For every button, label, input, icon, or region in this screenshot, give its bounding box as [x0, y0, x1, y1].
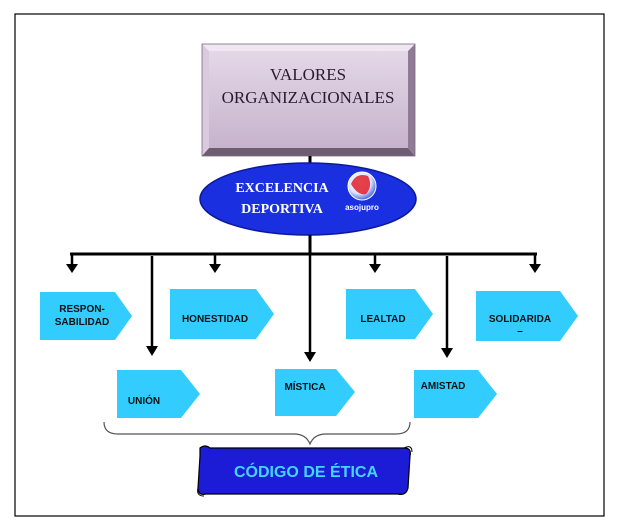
value-box-amistad: AMISTAD — [414, 370, 497, 418]
value-label: – — [517, 326, 523, 337]
top-box-line2: ORGANIZACIONALES — [222, 88, 395, 107]
value-label: LEALTAD — [360, 314, 405, 325]
grouping-brace — [103, 421, 411, 446]
value-box-lealtad: LEALTAD — [346, 289, 433, 339]
lower-arrows — [146, 254, 453, 362]
value-label: UNIÓN — [128, 394, 160, 407]
value-label: AMISTAD — [421, 381, 466, 392]
value-label: SABILIDAD — [55, 317, 109, 328]
value-box-mistica: MÍSTICA — [275, 369, 355, 416]
excelencia-oval: EXCELENCIA DEPORTIVA asojupro — [199, 162, 417, 236]
oval-line2: DEPORTIVA — [241, 202, 324, 217]
asojupro-logo: asojupro — [345, 171, 379, 212]
oval-line1: EXCELENCIA — [235, 181, 329, 196]
value-label: HONESTIDAD — [182, 314, 248, 325]
value-box-honestidad: HONESTIDAD — [170, 289, 274, 339]
codigo-etica-banner: CÓDIGO DE ÉTICA — [197, 445, 413, 497]
value-box-union: UNIÓN — [117, 370, 200, 418]
upper-arrows — [66, 254, 541, 273]
value-label: RESPON- — [59, 304, 105, 315]
value-box-responsabilidad: RESPON- SABILIDAD — [40, 292, 132, 340]
top-box-line1: VALORES — [270, 65, 346, 84]
value-label: MÍSTICA — [284, 380, 325, 393]
value-box-solidaridad: SOLIDARIDA – — [476, 291, 578, 341]
logo-text: asojupro — [345, 203, 379, 212]
value-label: SOLIDARIDA — [489, 314, 551, 325]
top-value-box: VALORES ORGANIZACIONALES — [201, 43, 416, 157]
banner-title: CÓDIGO DE ÉTICA — [234, 462, 378, 481]
